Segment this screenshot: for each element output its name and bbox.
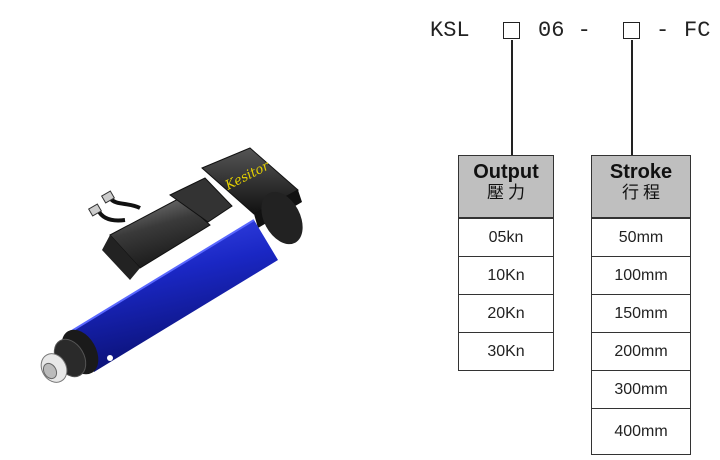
stroke-connector-line	[631, 40, 633, 155]
output-connector-line	[511, 40, 513, 155]
stroke-row: 50mm	[592, 218, 690, 256]
stroke-row: 400mm	[592, 408, 690, 454]
stroke-row: 200mm	[592, 332, 690, 370]
stroke-row: 300mm	[592, 370, 690, 408]
cable-icon	[96, 208, 126, 223]
stroke-code-box	[623, 22, 640, 39]
output-row: 10Kn	[459, 256, 553, 294]
output-table-header: Output 壓力	[459, 156, 553, 218]
stroke-header-en: Stroke	[609, 161, 673, 183]
output-header-en: Output	[473, 161, 539, 183]
output-row: 05kn	[459, 218, 553, 256]
code-dash: -	[656, 18, 670, 43]
output-row: 20Kn	[459, 294, 553, 332]
linear-actuator-image: Kesitor	[40, 147, 303, 383]
stroke-table-header: Stroke 行程	[592, 156, 690, 218]
output-table: Output 壓力 05kn 10Kn 20Kn 30Kn	[458, 155, 554, 371]
stroke-header-zh: 行程	[622, 183, 664, 202]
output-header-zh: 壓力	[487, 183, 529, 202]
output-code-box	[503, 22, 520, 39]
code-middle: 06 -	[538, 18, 591, 43]
code-suffix: FC	[684, 18, 711, 43]
stroke-row: 150mm	[592, 294, 690, 332]
code-prefix: KSL	[430, 18, 470, 43]
output-row: 30Kn	[459, 332, 553, 370]
stroke-row: 100mm	[592, 256, 690, 294]
stroke-table: Stroke 行程 50mm 100mm 150mm 200mm 300mm 4…	[591, 155, 691, 455]
